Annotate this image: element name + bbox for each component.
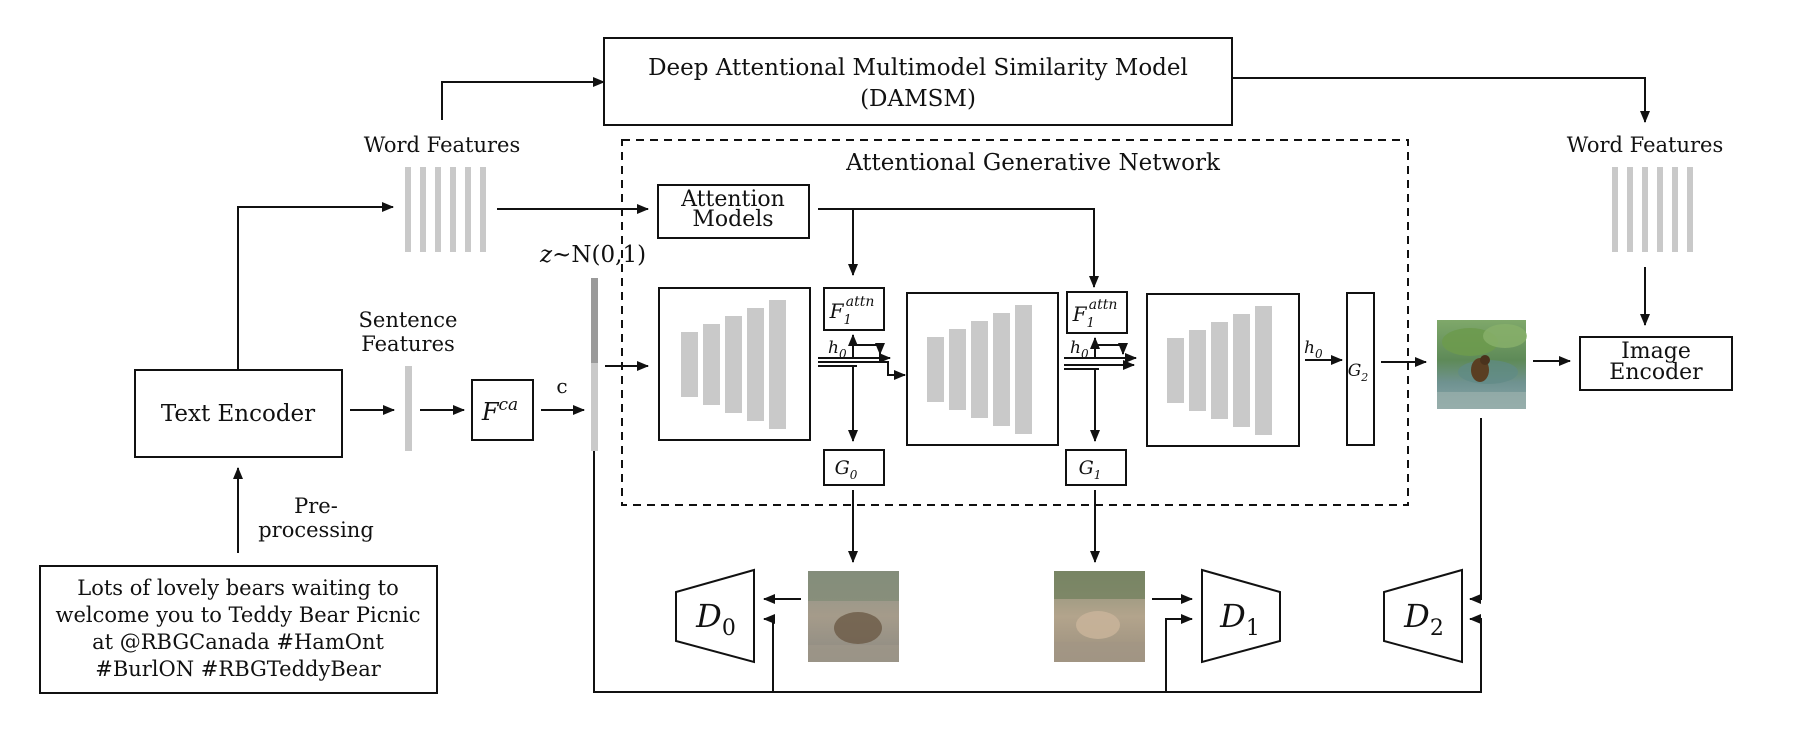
f1-attn-label-2: F1attn bbox=[1072, 297, 1118, 331]
word-features-left: Word Features bbox=[364, 133, 521, 252]
arrow-f1-attn-1-out bbox=[853, 343, 885, 355]
arrow-concat-to-stage1 bbox=[818, 361, 906, 380]
f1-attn-box-1: F1attn bbox=[823, 287, 885, 331]
image-encoder-label-line2: Encoder bbox=[1609, 360, 1703, 385]
attention-models-label-line1: Attention bbox=[680, 187, 785, 212]
text-encoder: Text Encoder bbox=[134, 369, 343, 458]
d0-label: D0 bbox=[695, 597, 736, 641]
image-encoder: Image Encoder bbox=[1579, 336, 1733, 391]
conditioning-vector-bar bbox=[591, 363, 598, 451]
f1-attn-box-2: F1attn bbox=[1066, 291, 1128, 334]
caption-line1: Lots of lovely bears waiting to bbox=[77, 576, 398, 600]
word-features-right: Word Features bbox=[1567, 133, 1724, 252]
arrow-text-encoder-to-word-features bbox=[237, 202, 394, 370]
preprocessing-label-line1: Pre- bbox=[294, 494, 338, 518]
arrow-word-features-to-damsm bbox=[441, 77, 605, 120]
sentence-features-label-line2: Features bbox=[361, 332, 455, 356]
g2-box: G2 bbox=[1346, 292, 1375, 446]
caption-line3: at @RBGCanada #HamOnt bbox=[92, 630, 384, 654]
arrow-f1-attn-2-out bbox=[1095, 343, 1128, 355]
discriminator-d1: D1 bbox=[1201, 568, 1281, 664]
caption-line4: #BurlON #RBGTeddyBear bbox=[95, 657, 382, 681]
discriminator-d0: D0 bbox=[675, 568, 755, 664]
fca-label: Fca bbox=[481, 395, 518, 426]
agn-title: Attentional Generative Network bbox=[845, 150, 1221, 176]
h0-label-2: h0 bbox=[1070, 338, 1089, 361]
arrow-condition-to-d0 bbox=[763, 614, 775, 692]
sentence-features: Sentence Features bbox=[359, 308, 458, 451]
h0-label-3: h0 bbox=[1304, 338, 1323, 361]
caption-box: Lots of lovely bears waiting to welcome … bbox=[39, 565, 438, 694]
d1-label: D1 bbox=[1219, 597, 1260, 641]
caption-line2: welcome you to Teddy Bear Picnic bbox=[56, 603, 421, 627]
image-encoder-label-line1: Image bbox=[1621, 339, 1691, 364]
h0-label-1: h0 bbox=[828, 338, 847, 361]
discriminator-d2: D2 bbox=[1383, 568, 1463, 664]
damsm-connections bbox=[441, 77, 1650, 123]
attention-models-label-line2: Models bbox=[692, 207, 773, 232]
f1-attn-label-1: F1attn bbox=[829, 294, 875, 328]
sentence-features-label-line1: Sentence bbox=[359, 308, 458, 332]
d2-label: D2 bbox=[1403, 597, 1444, 641]
g1-label: G1 bbox=[1079, 457, 1102, 482]
generated-image-128 bbox=[1054, 571, 1145, 662]
damsm-title-line1: Deep Attentional Multimodel Similarity M… bbox=[648, 55, 1188, 81]
arrow-condition-to-d2 bbox=[593, 451, 1482, 693]
g0-box: G0 bbox=[823, 449, 885, 486]
word-features-right-label: Word Features bbox=[1567, 133, 1724, 157]
arrow-attention-to-f1-attn-2 bbox=[818, 208, 1099, 288]
arrow-condition-to-d1 bbox=[1165, 614, 1193, 692]
arrow-damsm-to-image-word-features bbox=[1232, 77, 1650, 123]
agn-dashed-frame bbox=[621, 139, 1409, 506]
generated-image-256 bbox=[1437, 320, 1527, 409]
noise-vector-bar bbox=[591, 278, 598, 363]
stage0-block bbox=[658, 287, 811, 441]
generated-image-64 bbox=[808, 571, 899, 662]
fca-box: Fca bbox=[471, 379, 534, 441]
preprocessing-label-line2: processing bbox=[258, 518, 374, 542]
noise-label: z~N(0,1) bbox=[539, 242, 646, 268]
stage1-block bbox=[906, 292, 1059, 446]
sentence-feature-bar bbox=[405, 366, 412, 451]
arrow-image256-to-d2 bbox=[1469, 418, 1482, 604]
text-encoder-label: Text Encoder bbox=[161, 401, 315, 427]
g0-label: G0 bbox=[835, 457, 858, 482]
stage2-block bbox=[1146, 293, 1300, 447]
g2-label: G2 bbox=[1348, 361, 1369, 384]
c-label: c bbox=[556, 374, 567, 398]
damsm-title-line2: (DAMSM) bbox=[860, 86, 976, 112]
g1-box: G1 bbox=[1065, 449, 1127, 486]
attention-models-box: Attention Models bbox=[657, 184, 810, 239]
word-features-left-label: Word Features bbox=[364, 133, 521, 157]
damsm-box: Deep Attentional Multimodel Similarity M… bbox=[603, 37, 1233, 126]
